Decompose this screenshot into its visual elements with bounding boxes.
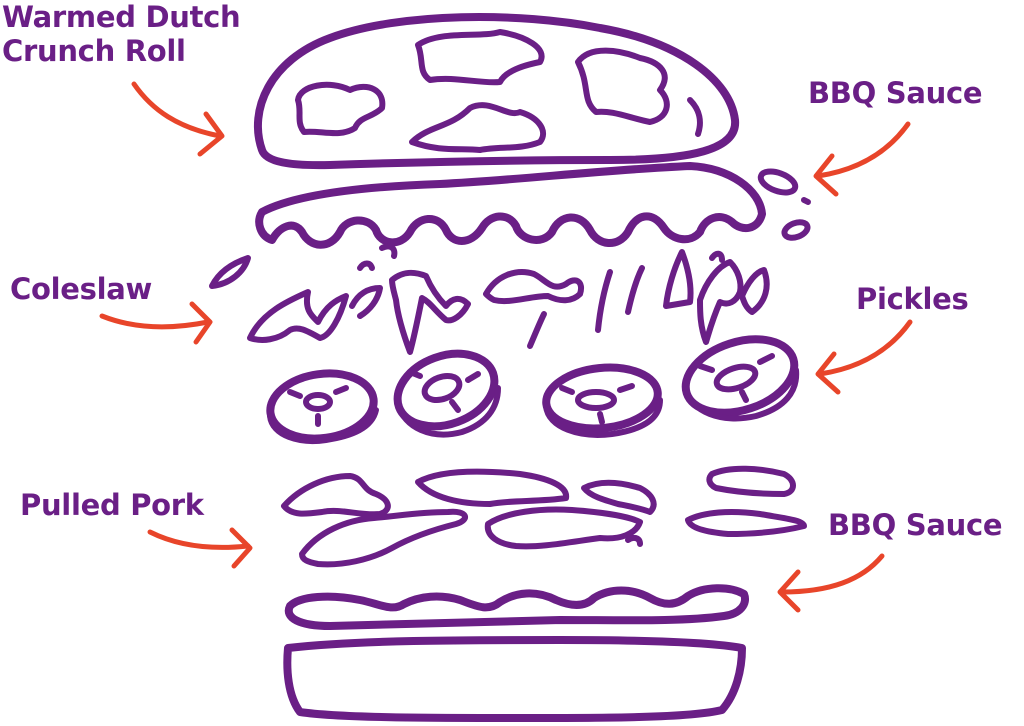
arrow-bbq-bottom-icon	[777, 553, 885, 613]
label-roll-line2: Crunch Roll	[2, 34, 186, 68]
arrow-pickles-icon	[815, 319, 913, 395]
pickle-slice-2	[393, 349, 501, 438]
pickle-slice-4	[681, 335, 800, 422]
bbq-sauce-bottom-icon	[284, 584, 749, 630]
label-bbq-sauce-bottom: BBQ Sauce	[828, 508, 1003, 542]
bottom-bun-icon	[283, 636, 746, 722]
label-pulled-pork: Pulled Pork	[20, 488, 204, 522]
pickle-slice-1	[266, 369, 379, 444]
arrow-bbq-top-icon	[813, 121, 911, 197]
label-warmed-dutch-crunch-roll: Warmed Dutch Crunch Roll	[2, 0, 241, 68]
label-roll-line1: Warmed Dutch	[2, 0, 241, 34]
bbq-sauce-top-icon	[255, 162, 811, 249]
arrow-roll-icon	[131, 81, 225, 157]
top-bun-icon	[254, 13, 740, 170]
pulled-pork-icon	[281, 465, 807, 568]
label-bbq-sauce-top: BBQ Sauce	[808, 76, 983, 110]
arrow-coleslaw-icon	[99, 301, 213, 345]
label-pickles: Pickles	[856, 282, 969, 316]
coleslaw-icon	[209, 243, 770, 355]
label-coleslaw: Coleslaw	[10, 272, 152, 306]
arrow-pork-icon	[147, 527, 253, 569]
pickles-icon	[266, 335, 800, 444]
pickle-slice-3	[542, 363, 663, 438]
